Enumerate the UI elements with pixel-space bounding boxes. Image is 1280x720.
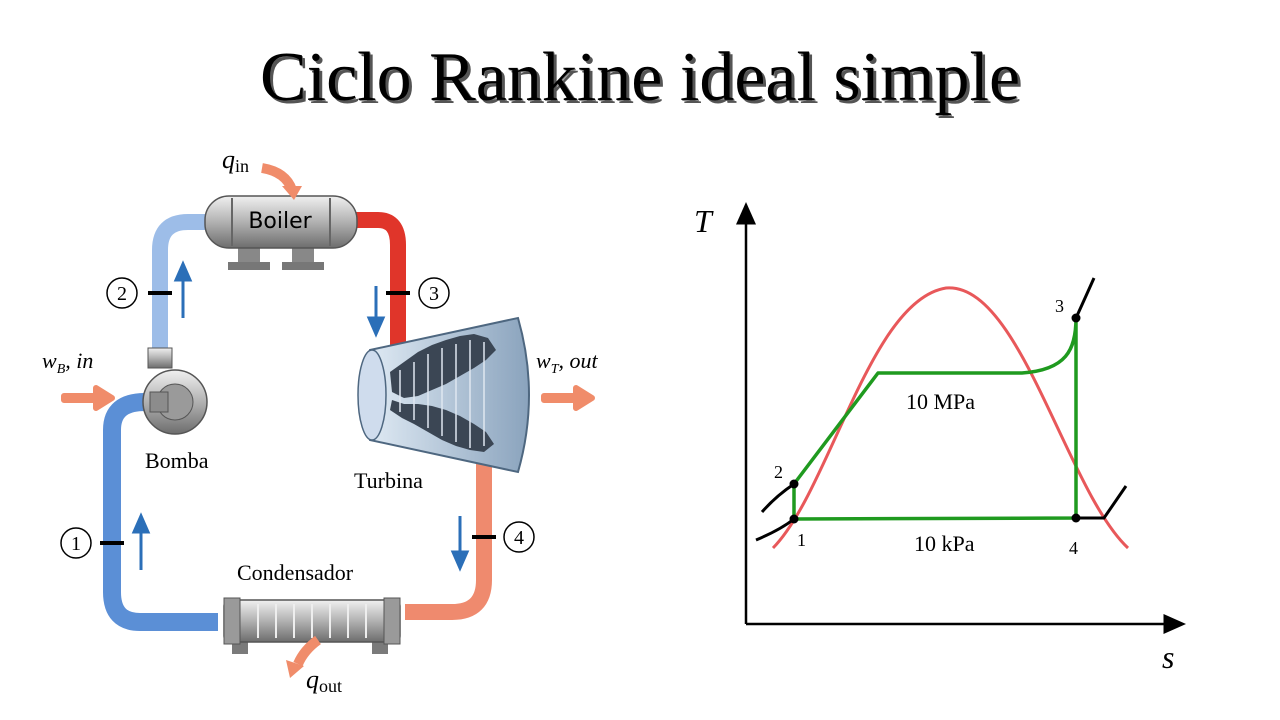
- pump: [142, 347, 208, 435]
- ts-label-4: 4: [1069, 538, 1078, 558]
- pump-work-label: wB, in: [42, 348, 93, 377]
- flow-arrow-3: [366, 286, 386, 338]
- y-axis-label: T: [694, 203, 714, 239]
- flow-arrow-2: [173, 260, 193, 318]
- pump-label: Bomba: [145, 448, 209, 473]
- cycle-path: [792, 316, 1078, 521]
- high-pressure-label: 10 MPa: [906, 389, 975, 414]
- flow-arrow-1: [131, 512, 151, 570]
- page-title: Ciclo Rankine ideal simple: [259, 39, 1021, 116]
- boiler-label: Boiler: [248, 209, 312, 234]
- saturation-dome: [771, 286, 1130, 550]
- pipe-2: [152, 214, 223, 368]
- heat-out-label: qout: [306, 665, 342, 696]
- ts-point-3: [1071, 313, 1081, 323]
- pump-work-arrow: [61, 385, 115, 411]
- state-label-3: 3: [429, 283, 439, 305]
- ts-point-2: [789, 479, 799, 489]
- pipe-3: [350, 212, 406, 360]
- flow-arrow-4: [450, 516, 470, 572]
- state-circle-2: [106, 277, 138, 309]
- isobar-high-ext-left: [760, 482, 795, 513]
- state-circle-4: [503, 521, 535, 553]
- ts-label-2: 2: [774, 462, 783, 482]
- turbine-work-label: wT, out: [536, 348, 598, 377]
- pipe-1: [103, 393, 218, 631]
- heat-out-arrow: [293, 635, 321, 667]
- boiler: Boiler: [204, 195, 358, 270]
- isobar-high-ext-right: [1074, 277, 1096, 319]
- ts-label-1: 1: [797, 530, 806, 550]
- heat-in-label: qin: [222, 145, 249, 176]
- cycle-schematic: Boiler qin: [42, 145, 598, 696]
- ts-diagram: T s 1 2 3 4 10 MPa 10 kPa: [694, 202, 1186, 675]
- turbine-label: Turbina: [354, 468, 423, 493]
- condenser-label: Condensador: [237, 560, 354, 585]
- x-axis-label: s: [1162, 639, 1174, 675]
- turbine: [357, 316, 530, 474]
- ts-label-3: 3: [1055, 296, 1064, 316]
- ts-point-4: [1071, 513, 1081, 523]
- state-label-2: 2: [117, 283, 127, 305]
- state-label-1: 1: [71, 533, 81, 555]
- state-label-4: 4: [514, 527, 524, 549]
- state-circle-1: [60, 527, 92, 559]
- condenser: [223, 597, 401, 654]
- ts-point-1: [789, 514, 799, 524]
- state-circle-3: [418, 277, 450, 309]
- low-pressure-label: 10 kPa: [914, 531, 975, 556]
- turbine-work-arrow: [541, 385, 595, 411]
- isobar-low-ext-right: [1076, 485, 1128, 520]
- pipe-4: [405, 455, 492, 620]
